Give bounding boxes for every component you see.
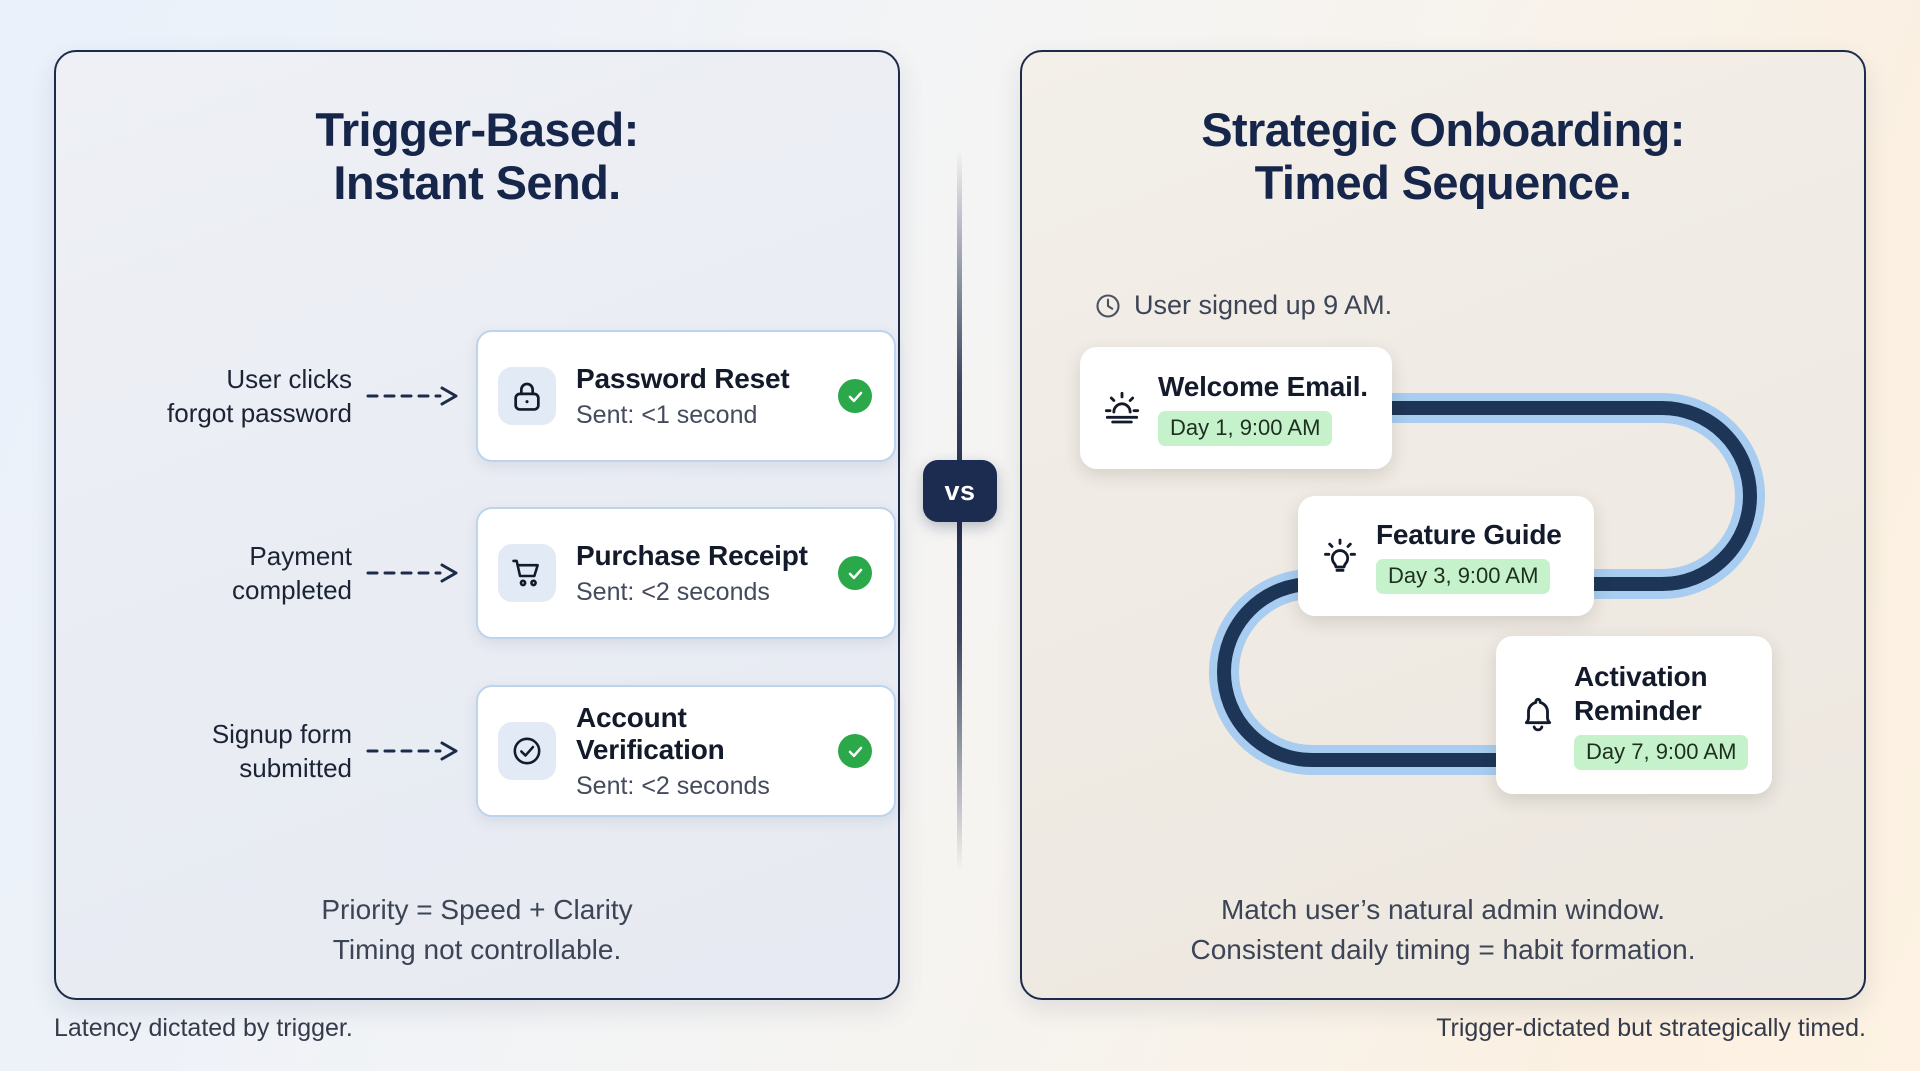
sequence-step-text: Activation Reminder Day 7, 9:00 AM: [1574, 660, 1749, 770]
dashed-arrow-icon: [366, 563, 458, 583]
right-panel-footnote: Match user’s natural admin window. Consi…: [1022, 890, 1864, 970]
right-footnote-line-2: Consistent daily timing = habit formatio…: [1190, 933, 1696, 965]
trigger-label: User clicks forgot password: [116, 362, 352, 431]
sequence-step-text: Feature Guide Day 3, 9:00 AM: [1376, 518, 1562, 595]
trigger-label: Signup form submitted: [116, 717, 352, 786]
lock-icon: [498, 367, 556, 425]
bell-icon: [1518, 695, 1558, 735]
right-title-line-2: Timed Sequence.: [1254, 155, 1632, 209]
trigger-label-line-2: completed: [232, 575, 352, 605]
email-card-text: Purchase Receipt Sent: <2 seconds: [576, 540, 828, 607]
left-title-line-1: Trigger-Based:: [315, 103, 639, 156]
caption-left: Latency dictated by trigger.: [54, 1014, 353, 1042]
email-card-title: Account Verification: [576, 701, 725, 765]
right-footnote-line-1: Match user’s natural admin window.: [1220, 894, 1666, 925]
trigger-label: Payment completed: [116, 539, 352, 608]
status-badge: [838, 734, 872, 768]
schedule-pill: Day 1, 9:00 AM: [1158, 411, 1333, 447]
trigger-row: User clicks forgot password Password Res…: [116, 330, 896, 462]
sunrise-icon: [1102, 388, 1142, 428]
schedule-pill: Day 7, 9:00 AM: [1574, 734, 1749, 770]
signup-note: User signed up 9 AM.: [1094, 290, 1392, 321]
email-card-text: Account Verification Sent: <2 seconds: [576, 702, 828, 801]
trigger-label-line-2: submitted: [239, 753, 352, 783]
clock-icon: [1096, 293, 1120, 318]
trigger-row: Payment completed Purchase Receipt Sen: [116, 507, 896, 639]
trigger-label-line-1: Payment: [249, 540, 352, 571]
lightbulb-icon: [1320, 536, 1360, 576]
left-title-line-2: Instant Send.: [333, 155, 621, 209]
right-panel-title: Strategic Onboarding: Timed Sequence.: [1022, 103, 1864, 209]
sequence-step-text: Welcome Email. Day 1, 9:00 AM: [1158, 370, 1368, 447]
check-icon: [848, 391, 862, 402]
email-card-title: Purchase Receipt: [576, 539, 808, 571]
left-panel-footnote: Priority = Speed + Clarity Timing not co…: [56, 890, 898, 970]
dashed-arrow-icon: [366, 741, 458, 761]
sequence-step-title: Welcome Email.: [1158, 370, 1368, 402]
left-footnote-line-1: Priority = Speed + Clarity: [321, 894, 633, 925]
dashed-arrow-icon: [366, 386, 458, 406]
sequence-step-card[interactable]: Welcome Email. Day 1, 9:00 AM: [1080, 347, 1392, 469]
status-badge: [838, 379, 872, 413]
status-badge: [838, 556, 872, 590]
sequence-step-title-line-2: Reminder: [1574, 694, 1702, 726]
trigger-label-line-1: Signup form: [211, 718, 352, 749]
email-card-subtitle: Sent: <2 seconds: [576, 771, 770, 800]
check-icon: [848, 746, 862, 757]
vs-badge: vs: [923, 460, 997, 522]
schedule-pill: Day 3, 9:00 AM: [1376, 559, 1551, 595]
shopping-cart-icon: [498, 544, 556, 602]
signup-note-text: User signed up 9 AM.: [1134, 290, 1393, 320]
email-card-text: Password Reset Sent: <1 second: [576, 363, 828, 430]
trigger-row: Signup form submitted Account Verificati…: [116, 685, 896, 817]
email-card[interactable]: Purchase Receipt Sent: <2 seconds: [476, 507, 896, 639]
sequence-step-title: Feature Guide: [1376, 518, 1562, 550]
panel-strategic-onboarding: Strategic Onboarding: Timed Sequence. Us…: [1020, 50, 1866, 1000]
check-circle-outline-icon: [498, 722, 556, 780]
sequence-step-card[interactable]: Activation Reminder Day 7, 9:00 AM: [1496, 636, 1772, 794]
sequence-step-title: Activation Reminder: [1574, 660, 1748, 726]
panel-trigger-based: Trigger-Based: Instant Send. User clicks…: [54, 50, 900, 1000]
email-card[interactable]: Account Verification Sent: <2 seconds: [476, 685, 896, 817]
left-panel-title: Trigger-Based: Instant Send.: [56, 103, 898, 209]
trigger-label-line-1: User clicks: [226, 363, 352, 394]
caption-right: Trigger-dictated but strategically timed…: [1436, 1014, 1866, 1042]
email-card-subtitle: Sent: <2 seconds: [576, 577, 770, 606]
email-card-title: Password Reset: [576, 362, 790, 394]
sequence-step-title-line-1: Activation: [1574, 661, 1708, 693]
sequence-step-card[interactable]: Feature Guide Day 3, 9:00 AM: [1298, 496, 1594, 616]
vs-divider: vs: [923, 150, 997, 870]
right-title-line-1: Strategic Onboarding:: [1201, 103, 1685, 156]
email-card-subtitle: Sent: <1 second: [576, 400, 758, 429]
check-icon: [848, 568, 862, 579]
left-footnote-line-2: Timing not controllable.: [332, 933, 622, 965]
email-card[interactable]: Password Reset Sent: <1 second: [476, 330, 896, 462]
trigger-label-line-2: forgot password: [167, 398, 352, 428]
